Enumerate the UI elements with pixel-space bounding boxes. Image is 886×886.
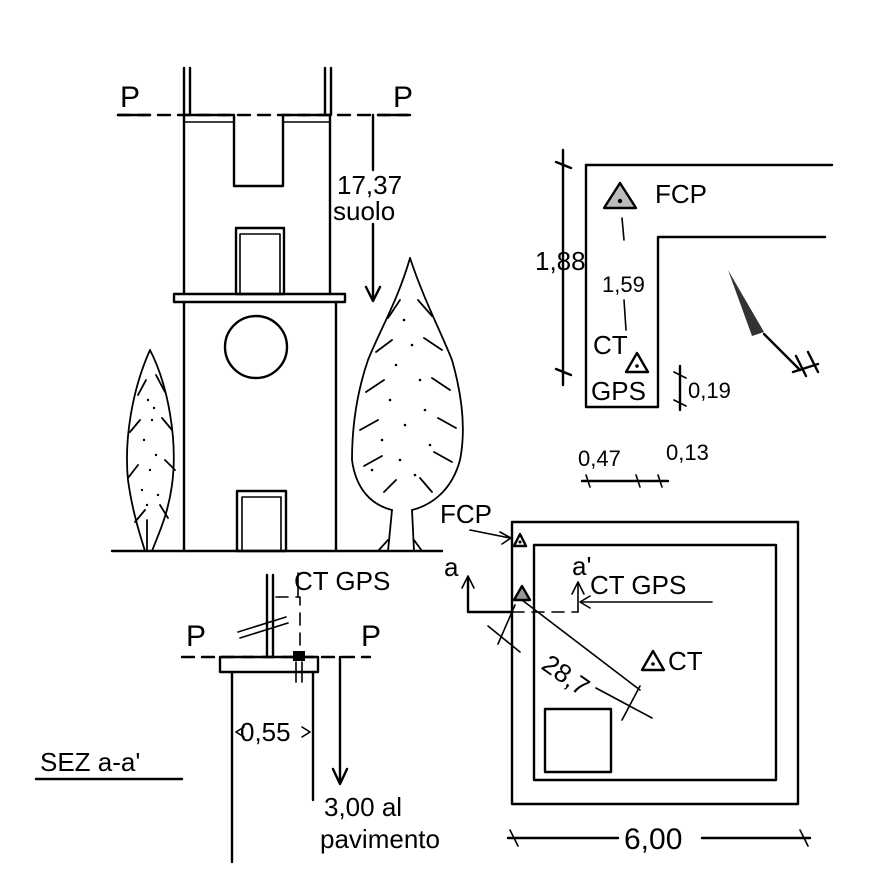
site-fcp-label: FCP <box>440 499 492 529</box>
section-title: SEZ a-a' <box>40 747 140 777</box>
depth-reference: pavimento <box>320 824 440 854</box>
site-ct-label: CT <box>668 646 703 676</box>
site-fcp-triangle-icon <box>512 532 528 548</box>
ct-triangle-icon <box>624 351 650 374</box>
tower-body <box>182 300 338 553</box>
dim-013: 0,13 <box>666 440 709 465</box>
stair-block <box>543 707 613 774</box>
north-arrow-icon <box>728 270 820 378</box>
tower-elevation: P P 17,37 suolo <box>110 66 464 553</box>
site-distance: 28,7 <box>537 648 596 702</box>
detail-plan: FCP 1,88 1,59 CT GPS 0,19 0,47 0,13 <box>535 148 834 488</box>
corner-outline <box>584 163 827 409</box>
site-outer-wall <box>510 520 800 806</box>
tree-right <box>351 257 464 552</box>
section-aa: CT GPS P P 3,00 al pavimento 0,55 SEZ a-… <box>34 566 440 864</box>
tower-top <box>182 113 332 296</box>
door <box>235 489 288 553</box>
plane-label-right: P <box>393 81 413 114</box>
section-width: 0,55 <box>240 717 291 747</box>
dim-047: 0,47 <box>578 446 621 471</box>
site-ct-gps-label: CT GPS <box>590 570 686 600</box>
dim-188: 1,88 <box>535 246 586 276</box>
site-width: 6,00 <box>624 823 682 856</box>
depth-value: 3,00 al <box>324 792 402 822</box>
section-plane-left: P <box>186 620 206 653</box>
plane-label-left: P <box>120 81 140 114</box>
site-ct-triangle-icon <box>640 649 666 672</box>
site-plan: FCP a a' CT GPS 28,7 CT 6,00 <box>440 499 812 856</box>
ct-label: CT <box>593 330 628 360</box>
height-reference: suolo <box>333 196 395 226</box>
height-value: 17,37 <box>337 170 402 200</box>
dim-159: 1,59 <box>602 272 645 297</box>
section-mark-a-prime: a' <box>572 551 591 581</box>
section-plane-right: P <box>361 620 381 653</box>
fcp-label: FCP <box>655 179 707 209</box>
antenna-right <box>323 66 333 117</box>
dim-019: 0,19 <box>688 378 731 403</box>
distance-line <box>521 599 641 691</box>
section-mark-a: a <box>444 552 459 582</box>
upper-window <box>234 226 286 296</box>
fcp-triangle-icon <box>602 181 638 210</box>
clock-circle <box>223 314 289 380</box>
tree-left <box>126 349 176 552</box>
site-ct-gps-triangle-icon <box>512 584 532 602</box>
site-inner-wall <box>532 543 778 782</box>
gps-label: GPS <box>591 376 646 406</box>
antenna-left <box>182 66 192 117</box>
section-ct-gps-label: CT GPS <box>294 566 390 596</box>
